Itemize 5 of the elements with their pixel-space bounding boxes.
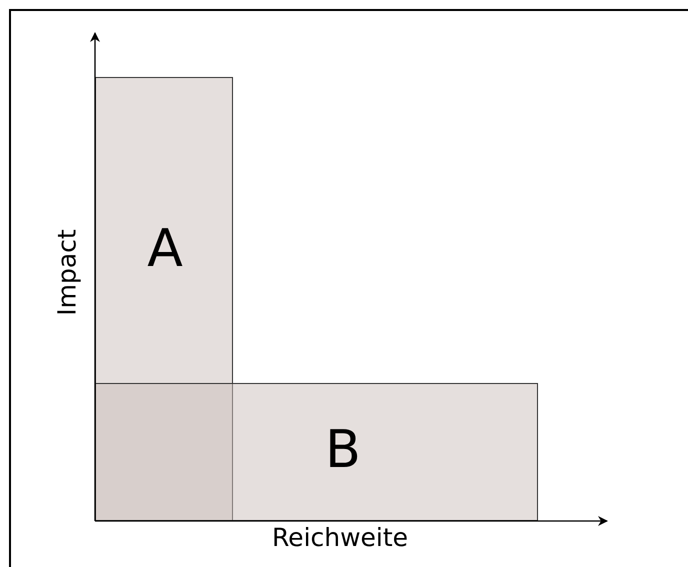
- axis-label: Reichweite: [270, 525, 410, 550]
- region-box: [95, 383, 538, 521]
- region-letter: A: [146, 223, 184, 275]
- axis-label: Impact: [54, 228, 80, 318]
- region-letter: B: [324, 424, 362, 476]
